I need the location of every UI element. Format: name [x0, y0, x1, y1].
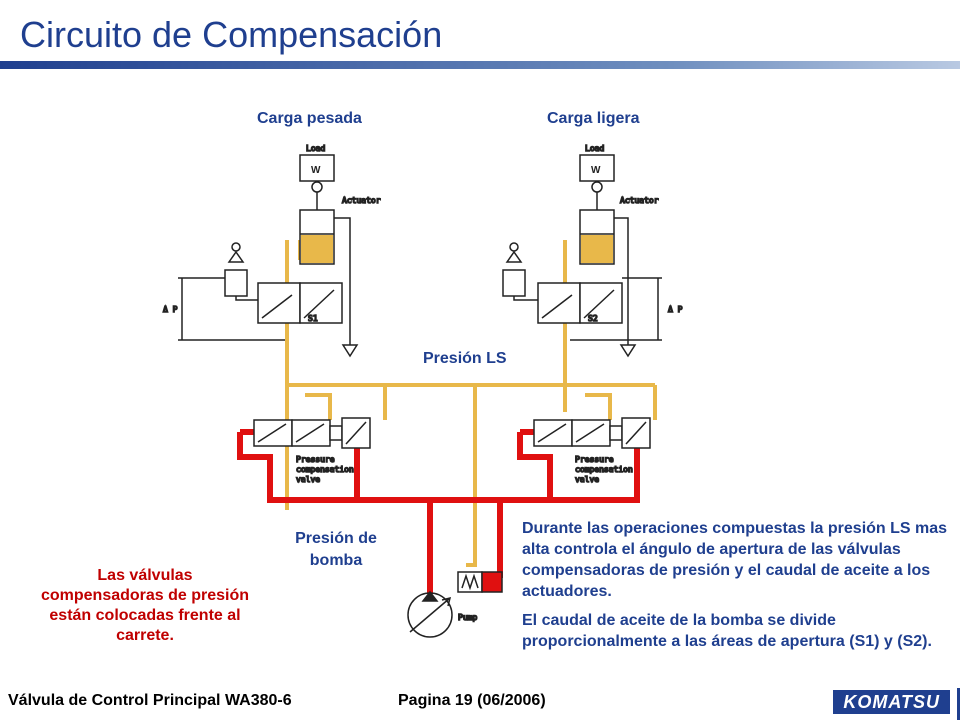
ls-pressure-label: Presión LS [423, 350, 507, 367]
left-pressure-compensation-valve: Pressure compensation valve [253, 417, 371, 485]
compensator-position-note: Las válvulas compensadoras de presión es… [40, 567, 250, 644]
actuator-label-right: Actuator [620, 196, 659, 205]
pcv-label-left-3: valve [296, 475, 320, 484]
footer: Válvula de Control Principal WA380-6 Pag… [0, 688, 960, 720]
pump-pressure-label: Presión de bomba [295, 530, 377, 569]
pcv-label-right-3: valve [575, 475, 599, 484]
delta-p-right: Δ P [668, 305, 683, 314]
s1-label: S1 [308, 314, 318, 323]
pump-pressure-lines [237, 429, 640, 598]
weight-label-right: W [591, 165, 601, 176]
actuator-label-left: Actuator [342, 196, 381, 205]
komatsu-logo: KOMATSU [833, 690, 950, 714]
pcv-label-right-2: compensation [575, 465, 633, 474]
s2-label: S2 [588, 314, 598, 323]
load-label-left: Load [306, 144, 325, 153]
operation-description: Durante las operaciones compuestas la pr… [522, 518, 952, 660]
description-paragraph-2: El caudal de aceite de la bomba se divid… [522, 612, 932, 650]
page-title: Circuito de Compensación [20, 14, 443, 55]
left-actuator-assembly: Load W Actuator S1 Δ P [162, 143, 381, 358]
footer-page-number: Pagina 19 (06/2006) [398, 692, 546, 709]
footer-accent-bar [957, 688, 960, 720]
footer-document-title: Válvula de Control Principal WA380-6 [8, 692, 292, 709]
heavy-load-label: Carga pesada [257, 110, 362, 127]
light-load-label: Carga ligera [547, 110, 640, 127]
pcv-label-left-2: compensation [296, 465, 354, 474]
compensation-circuit-diagram: Load W Actuator S1 Δ P Load W Actuato [162, 143, 683, 638]
pump-label: Pump [458, 613, 477, 622]
pcv-label-right-1: Pressure [575, 455, 614, 464]
weight-label-left: W [311, 165, 321, 176]
title-divider [0, 61, 960, 69]
description-paragraph-1: Durante las operaciones compuestas la pr… [522, 520, 948, 600]
right-pressure-compensation-valve: Pressure compensation valve [533, 417, 651, 485]
pcv-label-left-1: Pressure [296, 455, 335, 464]
load-label-right: Load [585, 144, 604, 153]
pump-symbol: Pump [407, 571, 503, 638]
right-actuator-assembly: Load W Actuator S2 Δ P [502, 143, 683, 358]
delta-p-left: Δ P [163, 305, 178, 314]
